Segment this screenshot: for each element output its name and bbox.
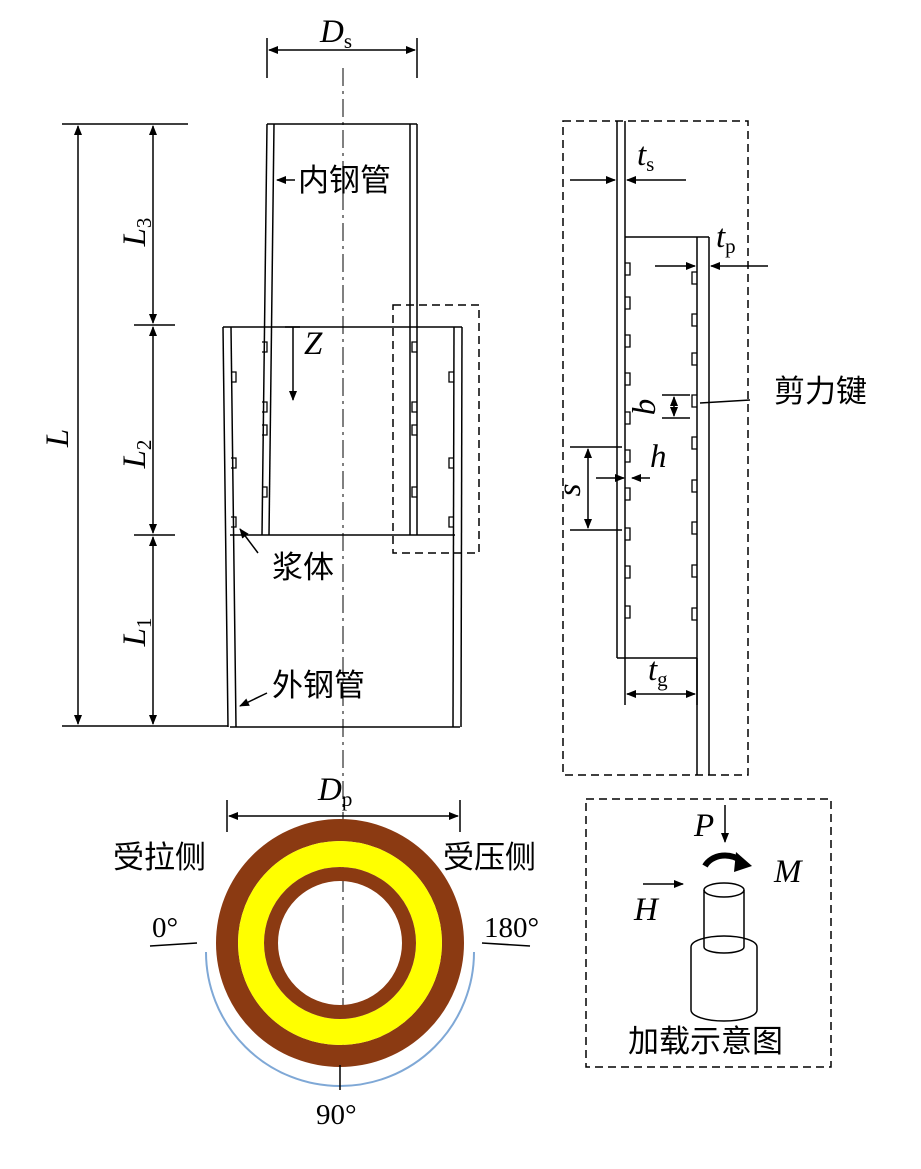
compression-side-label: 受压侧 <box>443 840 536 875</box>
grout-ring <box>238 841 442 1045</box>
l3-label: L3 <box>117 218 156 248</box>
detail-callout-box <box>392 304 480 554</box>
outer-pipe-label: 外钢管 <box>272 668 365 703</box>
angle-180-label: 180° <box>484 912 539 944</box>
h-label: h <box>650 439 667 475</box>
ts-label: ts <box>637 137 654 176</box>
tension-side-label: 受拉侧 <box>113 840 206 875</box>
b-label: b <box>627 399 663 416</box>
h-force-label: H <box>633 892 660 928</box>
l-label: L <box>40 429 76 448</box>
shear-key-detail-view <box>562 120 768 776</box>
m-label: M <box>773 854 803 890</box>
shear-key-label: 剪力键 <box>774 374 867 409</box>
loading-caption: 加载示意图 <box>628 1024 783 1059</box>
l1-label: L1 <box>117 618 156 648</box>
tg-label: tg <box>648 652 668 691</box>
loading-schematic <box>585 798 832 1068</box>
loading-frame <box>585 798 832 1068</box>
inner-steel-pipe <box>261 123 418 536</box>
l2-label: L2 <box>117 440 156 470</box>
outer-steel-ring <box>216 819 464 1067</box>
cross-section-view <box>149 800 531 1090</box>
inner-steel-ring <box>264 867 416 1019</box>
shear-keys-left <box>231 341 268 528</box>
detail-frame <box>562 120 749 776</box>
tp-label: tp <box>716 219 736 258</box>
dp-label: Dp <box>317 772 352 811</box>
angle-90-label: 90° <box>316 1099 357 1131</box>
inner-pipe-label: 内钢管 <box>298 163 391 198</box>
angle-0-label: 0° <box>152 912 178 944</box>
ds-label: Ds <box>319 14 352 53</box>
grout-label: 浆体 <box>272 550 334 585</box>
shear-keys-right <box>411 341 454 528</box>
z-label: Z <box>304 326 323 362</box>
p-label: P <box>693 808 714 844</box>
s-label: s <box>552 484 588 497</box>
elevation-view <box>62 38 480 1065</box>
